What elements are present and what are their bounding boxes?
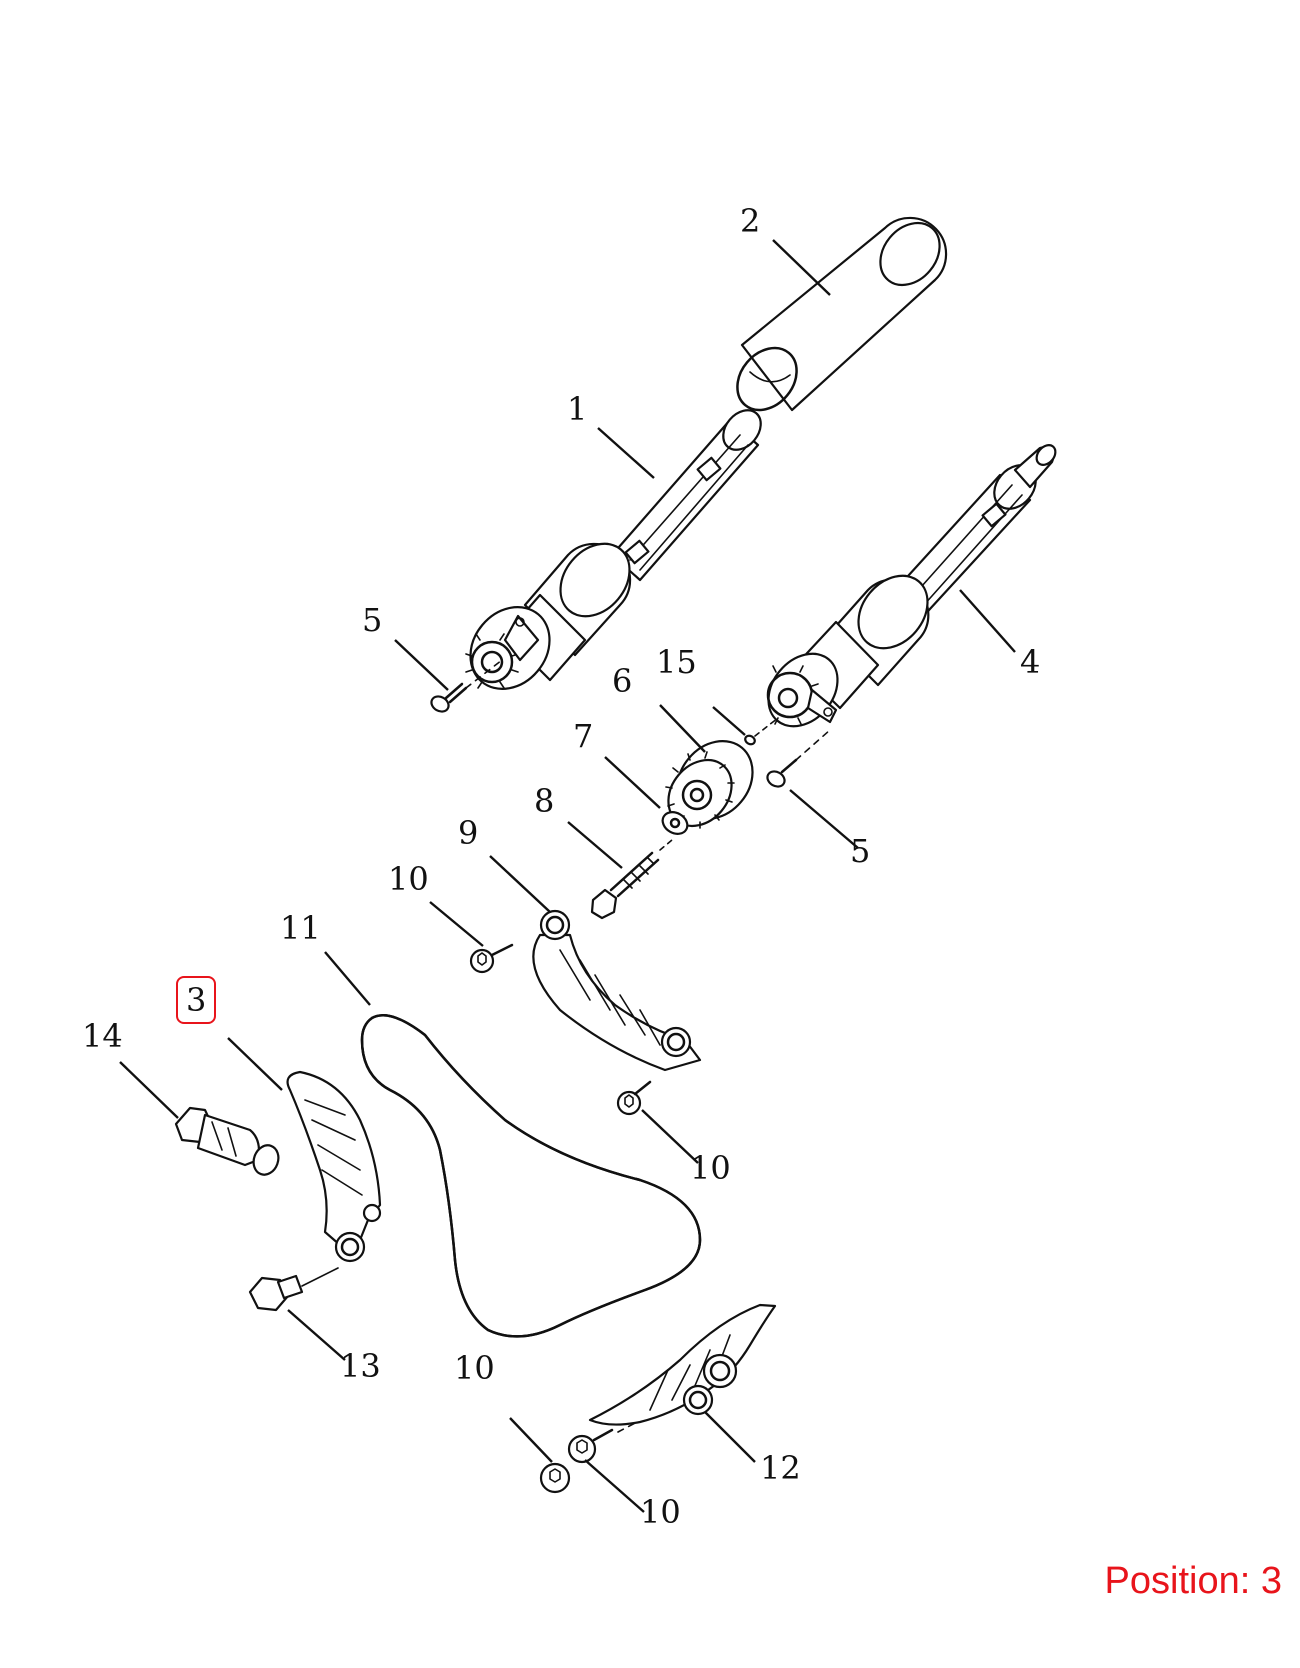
callout-2[interactable]: 2 — [740, 202, 761, 240]
callout-8[interactable]: 8 — [534, 782, 555, 820]
callout-10[interactable]: 10 — [388, 860, 429, 898]
part-8-bolt[interactable] — [590, 839, 673, 920]
callout-12[interactable]: 12 — [760, 1449, 801, 1487]
part-9-guide-rail[interactable] — [532, 909, 702, 1072]
callout-10[interactable]: 10 — [640, 1493, 681, 1531]
callout-3-highlighted[interactable]: 3 — [176, 976, 217, 1024]
callout-6[interactable]: 6 — [612, 662, 633, 700]
part-5-screw-left[interactable] — [429, 659, 503, 715]
part-13-pivot-bolt[interactable] — [248, 1267, 339, 1312]
part-2-sleeve[interactable] — [725, 211, 952, 422]
part-10-bolt-middle[interactable] — [616, 1080, 652, 1116]
callout-10[interactable]: 10 — [454, 1349, 495, 1387]
part-11-timing-chain[interactable] — [360, 1014, 702, 1338]
part-14-tensioner[interactable] — [174, 1106, 282, 1178]
part-15-ring[interactable] — [744, 717, 779, 746]
part-12-lower-guide[interactable] — [588, 1303, 777, 1426]
callout-13[interactable]: 13 — [340, 1347, 381, 1385]
callout-11[interactable]: 11 — [280, 909, 321, 947]
leader-lines — [119, 239, 1016, 1513]
part-10-bolt-lower-a[interactable] — [567, 1428, 614, 1464]
position-label: Position: 3 — [1104, 1560, 1282, 1602]
part-10-bolt-upper[interactable] — [469, 943, 514, 974]
callout-1[interactable]: 1 — [567, 390, 588, 428]
part-7-washer[interactable] — [659, 808, 692, 838]
callout-10[interactable]: 10 — [690, 1149, 731, 1187]
callout-4[interactable]: 4 — [1020, 643, 1041, 681]
part-1-camshaft[interactable] — [454, 403, 768, 705]
part-6-gear[interactable] — [655, 726, 768, 839]
callout-5[interactable]: 5 — [362, 601, 383, 639]
callout-5[interactable]: 5 — [850, 832, 871, 870]
callout-7[interactable]: 7 — [573, 717, 594, 755]
callout-15[interactable]: 15 — [656, 643, 697, 681]
part-4-camshaft[interactable] — [754, 441, 1059, 739]
part-3-tensioner-rail[interactable] — [286, 1070, 382, 1263]
callout-9[interactable]: 9 — [458, 814, 479, 852]
callout-14[interactable]: 14 — [82, 1017, 123, 1055]
part-5-screw-right[interactable] — [765, 729, 831, 790]
